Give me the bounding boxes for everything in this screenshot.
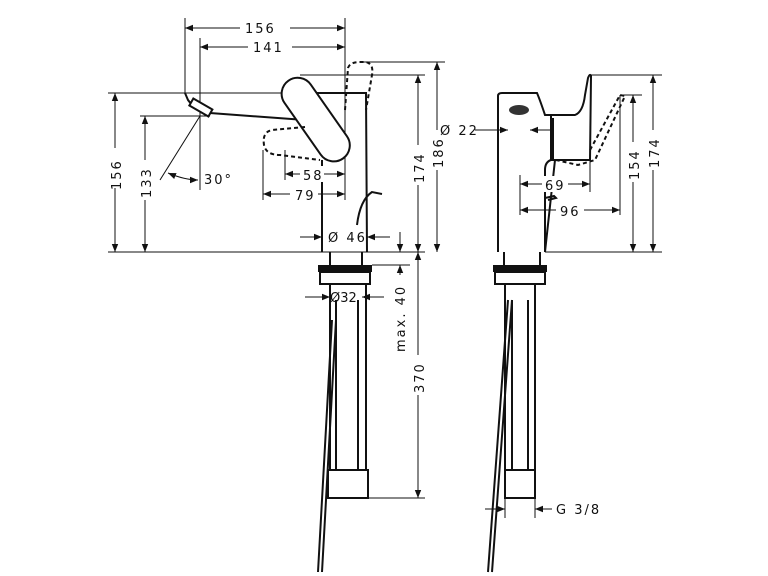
dim-174-side: 174 [648, 137, 663, 168]
dim-diameter-46: Ø 46 [328, 231, 367, 246]
side-body [497, 73, 593, 253]
aerator-top [509, 105, 529, 115]
lever-down-dashed [262, 126, 321, 161]
angle-30: 30° [204, 173, 233, 188]
aerator [187, 97, 214, 118]
side-shank [504, 284, 536, 490]
flex-hose [317, 319, 337, 573]
dim-156-left: 156 [110, 159, 125, 190]
dim-max-40: max. 40 [394, 285, 409, 352]
dim-133: 133 [140, 167, 155, 198]
dim-96: 96 [560, 205, 581, 220]
dim-79: 79 [295, 189, 316, 204]
side-popup-rod [544, 194, 558, 201]
hose-connector [327, 469, 369, 499]
side-lever-dashed [555, 93, 627, 167]
front-view: 156 141 156 133 30° 58 79 Ø 46 174 186 Ø… [106, 18, 447, 573]
dim-diameter-22: Ø 22 [440, 124, 479, 139]
dim-diameter-32: Ø32 [330, 291, 357, 306]
side-flex-hose [487, 299, 513, 573]
dim-69: 69 [545, 179, 566, 194]
side-view: Ø 22 69 96 154 174 G 3/8 [440, 73, 663, 573]
popup-rod [356, 190, 383, 226]
threaded-shank [329, 284, 367, 490]
dim-154: 154 [628, 149, 643, 180]
dim-174-front: 174 [413, 152, 428, 183]
lever-up-dashed [344, 61, 374, 111]
dim-186: 186 [432, 137, 447, 168]
dim-58: 58 [303, 169, 324, 184]
dim-141: 141 [253, 41, 284, 56]
lever-handle [280, 76, 351, 163]
dim-156-top: 156 [245, 22, 276, 37]
side-mounting-nut [493, 265, 547, 272]
dim-370: 370 [413, 362, 428, 393]
side-hose-connector [504, 469, 536, 499]
dim-g-3-8: G 3/8 [556, 503, 601, 518]
mounting-nut [318, 265, 372, 272]
